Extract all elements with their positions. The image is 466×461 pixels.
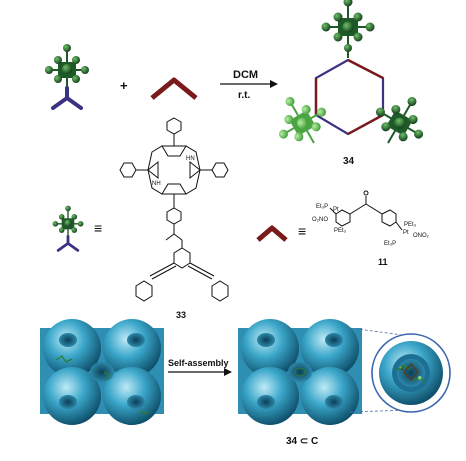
result-label: 34 ⊂ C xyxy=(286,436,318,447)
porphyrin-ball-cluster-icon xyxy=(45,44,89,88)
acceptor-group-pt-right: Pt xyxy=(403,230,409,236)
acceptor-legend-icon xyxy=(256,225,288,242)
right-porphyrin-icon xyxy=(375,96,424,144)
acceptor-equiv-symbol: ≡ xyxy=(298,223,306,239)
donor-icon xyxy=(45,44,89,110)
acceptor-group-et3p-bottom: Et₃P xyxy=(384,241,396,247)
reaction-arrowhead xyxy=(270,80,278,88)
porphyrin-hn-label: HN xyxy=(186,156,195,162)
cage-cluster-after xyxy=(238,319,362,425)
condition-label: r.t. xyxy=(238,90,250,101)
acceptor-group-pt-left: Pt xyxy=(333,207,339,213)
acceptor-structure-11 xyxy=(329,190,403,231)
zoom-inset xyxy=(371,333,451,413)
acceptor-clip-icon xyxy=(150,77,198,100)
self-assembly-label: Self-assembly xyxy=(168,358,229,368)
acceptor-group-et3p-top: Et₃P xyxy=(316,204,328,210)
left-porphyrin-icon xyxy=(278,96,327,144)
plus-sign: + xyxy=(120,78,128,93)
acceptor-group-pet3-right: PEt₃ xyxy=(404,222,417,228)
donor-equiv-symbol: ≡ xyxy=(94,220,102,236)
metallacycle-34 xyxy=(278,0,424,144)
donor-structure-33 xyxy=(119,117,229,302)
donor-label-33: 33 xyxy=(176,310,186,320)
reagent-label: DCM xyxy=(233,69,258,81)
top-porphyrin-icon xyxy=(321,0,375,58)
product-label: 34 xyxy=(343,156,355,167)
cage-cluster-before xyxy=(40,319,164,425)
acceptor-group-pet3-left: O₂NO xyxy=(312,217,328,223)
acceptor-group-pet3-left-lower: PEt₃ xyxy=(334,228,347,234)
zoom-guide-top xyxy=(349,327,411,337)
acceptor-label-11: 11 xyxy=(378,257,388,267)
porphyrin-nh-label: NH xyxy=(152,181,161,187)
acceptor-group-ono2: ONO₂ xyxy=(413,233,430,239)
self-assembly-arrowhead xyxy=(224,368,232,376)
tripodal-linker-icon xyxy=(51,86,83,110)
donor-legend-icon xyxy=(52,205,84,252)
